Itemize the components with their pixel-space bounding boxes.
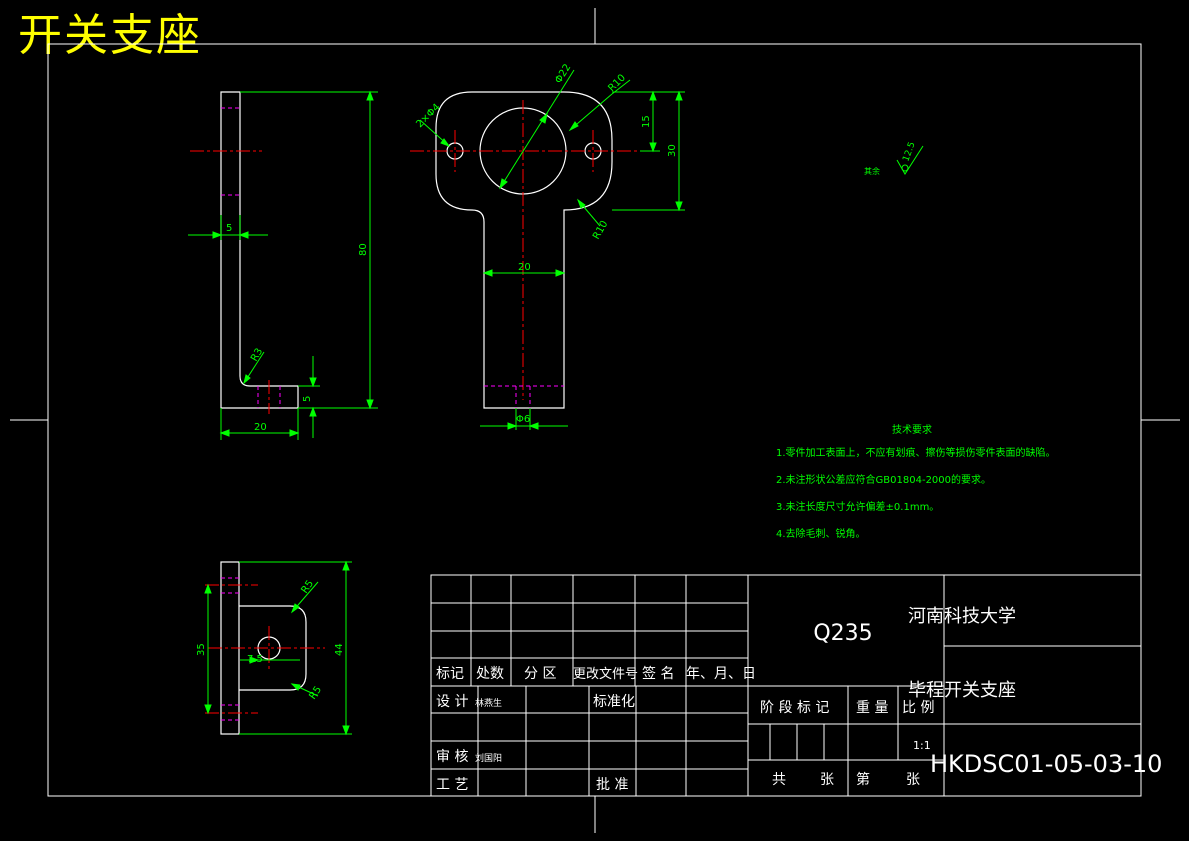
design-name: 林燕生 — [475, 697, 502, 709]
hdr-mark: 标记 — [436, 666, 464, 682]
front-view-dimensions — [419, 69, 685, 430]
dim-bottom-r5-top: R5 — [299, 579, 316, 596]
dim-bottom-r5-bottom: R5 — [307, 685, 324, 702]
dim-front-15: 15 — [641, 115, 652, 128]
university: 河南科技大学 — [908, 606, 1016, 627]
bottom-view-labels: 35 44 R5 R5 7.5 — [196, 579, 345, 702]
side-view-center-lines — [190, 150, 270, 414]
row-approve: 批 准 — [596, 777, 628, 793]
dim-front-holes: 2×Φ4 — [414, 102, 442, 130]
sheet-label-2: 张 — [906, 772, 920, 788]
dim-side-80: 80 — [358, 243, 369, 256]
nth-label: 第 — [856, 771, 870, 788]
dim-front-r10-bottom: R10 — [591, 219, 610, 242]
dim-front-20: 20 — [518, 262, 531, 273]
title-block-grid — [430, 574, 1142, 797]
hdr-date: 年、月、日 — [686, 666, 756, 682]
dim-side-20: 20 — [254, 422, 267, 433]
hdr-zone: 分 区 — [524, 666, 556, 682]
row-process: 工 艺 — [436, 777, 468, 793]
front-view-center-lines — [410, 100, 640, 400]
roughness-label: 其余 — [864, 166, 880, 176]
weight-label: 重 量 — [856, 700, 888, 716]
tech-item-2: 2.未注形状公差应符合GB01804-2000的要求。 — [776, 473, 991, 486]
dim-front-phi6: Φ6 — [516, 414, 530, 425]
tech-item-1: 1.零件加工表面上，不应有划痕、擦伤等损伤零件表面的缺陷。 — [776, 446, 1056, 459]
tech-requirements: 技术要求 1.零件加工表面上，不应有划痕、擦伤等损伤零件表面的缺陷。 2.未注形… — [776, 423, 1056, 540]
hdr-signature: 签 名 — [642, 665, 674, 682]
side-view-hidden-lines — [221, 107, 281, 408]
side-view-outline — [220, 91, 299, 409]
drawing-number: HKDSC01-05-03-10 — [930, 750, 1162, 778]
dim-bottom-7-5: 7.5 — [247, 654, 263, 665]
front-view-hidden-lines — [484, 385, 564, 408]
sheet-label: 张 — [820, 772, 834, 788]
dim-side-base-5: 5 — [302, 396, 313, 402]
scale-value: 1:1 — [913, 739, 931, 752]
dim-front-r10-top: R10 — [606, 72, 628, 94]
scale-label: 比 例 — [902, 700, 934, 716]
dim-bottom-44: 44 — [334, 643, 345, 656]
dim-bottom-35: 35 — [196, 643, 207, 656]
side-view-dimensions — [188, 90, 378, 440]
material: Q235 — [813, 621, 872, 646]
row-standardization: 标准化 — [593, 694, 635, 710]
review-name: 刘国阳 — [475, 752, 502, 764]
dim-side-r3: R3 — [249, 346, 265, 363]
side-view: 5 80 R3 5 20 — [188, 90, 378, 440]
roughness-value: 12.5 — [901, 141, 917, 163]
dim-front-phi22: Φ22 — [553, 62, 573, 85]
stage-mark: 阶 段 标 记 — [760, 700, 829, 716]
front-view: Φ22 R10 R10 2×Φ4 15 30 20 Φ6 — [410, 62, 685, 430]
hdr-change-doc: 更改文件号 — [573, 667, 638, 682]
total-label: 共 — [772, 772, 786, 788]
tech-item-4: 4.去除毛刺、锐角。 — [776, 527, 866, 540]
bottom-view-dimensions — [204, 560, 352, 736]
bottom-view: 35 44 R5 R5 7.5 — [196, 560, 352, 736]
bottom-view-center-lines — [205, 584, 325, 714]
hdr-count: 处数 — [476, 666, 504, 682]
roughness-symbol: 12.5 其余 — [864, 141, 924, 176]
row-review: 审 核 — [436, 749, 468, 765]
part-name: 毕程开关支座 — [908, 680, 1016, 701]
dim-side-5: 5 — [226, 223, 232, 234]
tech-item-3: 3.未注长度尺寸允许偏差±0.1mm。 — [776, 500, 939, 513]
bottom-view-hidden-lines — [221, 577, 239, 721]
tech-heading: 技术要求 — [892, 423, 932, 436]
front-view-outline — [435, 91, 613, 409]
dim-front-30: 30 — [667, 144, 678, 157]
title-block-text: Q235 河南科技大学 毕程开关支座 HKDSC01-05-03-10 1:1 … — [436, 606, 1162, 793]
row-design: 设 计 — [436, 694, 468, 710]
